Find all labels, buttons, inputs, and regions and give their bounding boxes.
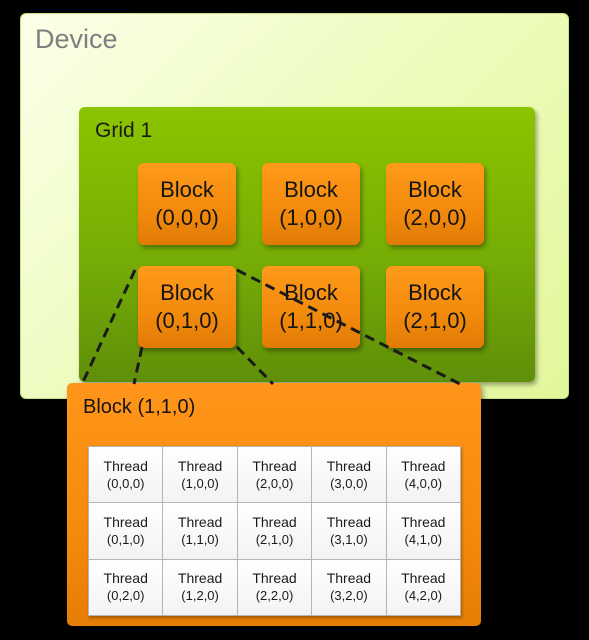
- connector-line: [236, 268, 461, 386]
- thread-label: Thread: [103, 457, 148, 474]
- thread-coord: (1,2,0): [181, 588, 219, 604]
- block-2-0-0: Block (2,0,0): [386, 163, 484, 245]
- thread-label: Thread: [326, 513, 372, 530]
- thread-cell: Thread(4,1,0): [386, 503, 460, 559]
- block-0-1-0: Block (0,1,0): [138, 266, 236, 348]
- connector-line: [132, 346, 144, 385]
- thread-coord: (2,2,0): [255, 588, 294, 604]
- thread-cell: Thread(1,0,0): [163, 447, 237, 503]
- thread-table: Thread(0,0,0) Thread(1,0,0) Thread(2,0,0…: [88, 446, 461, 616]
- thread-coord: (0,2,0): [106, 588, 145, 604]
- thread-coord: (3,2,0): [330, 588, 368, 604]
- thread-coord: (2,0,0): [255, 475, 294, 491]
- block-label: Block: [160, 280, 214, 305]
- block-2-1-0: Block (2,1,0): [386, 266, 484, 348]
- block-label: Block: [160, 177, 214, 202]
- thread-coord: (1,1,0): [181, 531, 219, 547]
- thread-cell: Thread(2,2,0): [237, 559, 312, 615]
- block-label: Block: [284, 177, 338, 202]
- block-coord: (2,1,0): [403, 308, 467, 333]
- grid-title: Grid 1: [95, 119, 153, 142]
- thread-cell: Thread(0,2,0): [89, 559, 163, 615]
- thread-label: Thread: [326, 457, 372, 474]
- thread-coord: (3,0,0): [330, 475, 368, 491]
- thread-coord: (4,0,0): [404, 475, 443, 491]
- thread-coord: (4,2,0): [404, 588, 443, 604]
- thread-cell: Thread(2,0,0): [237, 447, 312, 503]
- thread-label: Thread: [177, 570, 223, 587]
- thread-cell: Thread(4,0,0): [386, 447, 460, 503]
- thread-cell: Thread(0,1,0): [89, 503, 163, 559]
- block-label: Block: [408, 177, 462, 202]
- block-coord: (0,1,0): [155, 308, 219, 333]
- thread-label: Thread: [103, 570, 148, 587]
- block-coord: (1,0,0): [279, 205, 343, 230]
- thread-coord: (0,1,0): [106, 531, 145, 547]
- thread-label: Thread: [326, 570, 372, 587]
- thread-label: Thread: [401, 513, 446, 530]
- thread-cell: Thread(3,2,0): [312, 559, 386, 615]
- thread-coord: (0,0,0): [106, 475, 145, 491]
- device-title: Device: [35, 24, 118, 54]
- thread-cell: Thread(3,1,0): [312, 503, 386, 559]
- connector-line: [235, 345, 275, 386]
- thread-coord: (2,1,0): [255, 531, 294, 547]
- block-coord: (2,0,0): [403, 205, 467, 230]
- block-label: Block: [284, 280, 338, 305]
- thread-label: Thread: [177, 513, 223, 530]
- thread-label: Thread: [401, 457, 446, 474]
- thread-label: Thread: [401, 570, 446, 587]
- block-label: Block: [408, 280, 462, 305]
- thread-cell: Thread(2,1,0): [237, 503, 312, 559]
- thread-label: Thread: [252, 570, 297, 587]
- thread-cell: Thread(1,1,0): [163, 503, 237, 559]
- block-coord: (1,1,0): [279, 308, 343, 333]
- thread-label: Thread: [103, 513, 148, 530]
- connector-line: [80, 269, 137, 385]
- thread-label: Thread: [252, 513, 297, 530]
- thread-cell: Thread(3,0,0): [312, 447, 386, 503]
- thread-coord: (4,1,0): [404, 531, 443, 547]
- thread-cell: Thread(0,0,0): [89, 447, 163, 503]
- block-0-0-0: Block (0,0,0): [138, 163, 236, 245]
- thread-label: Thread: [252, 457, 297, 474]
- thread-cell: Thread(4,2,0): [386, 559, 460, 615]
- thread-coord: (3,1,0): [330, 531, 368, 547]
- thread-cell: Thread(1,2,0): [163, 559, 237, 615]
- block-coord: (0,0,0): [155, 205, 219, 230]
- expanded-block-title: Block (1,1,0): [83, 396, 196, 418]
- thread-label: Thread: [177, 457, 223, 474]
- block-1-0-0: Block (1,0,0): [262, 163, 360, 245]
- thread-coord: (1,0,0): [181, 475, 219, 491]
